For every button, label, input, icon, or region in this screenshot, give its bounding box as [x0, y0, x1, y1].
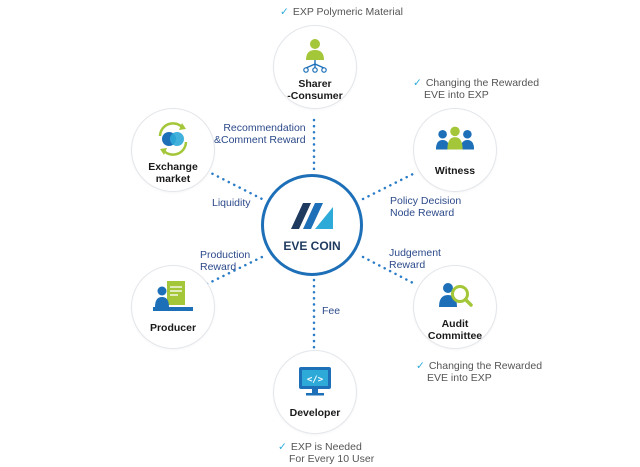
edge-label-policy: Policy Decision Node Reward: [390, 195, 461, 219]
edge-label-recommendation: Recommendation &Comment Reward: [214, 122, 306, 146]
note-top: ✓EXP Polymeric Material: [280, 6, 403, 18]
node-label: Producer: [149, 322, 197, 334]
note-line-1: Changing the Rewarded: [428, 360, 543, 372]
label-line-2: market: [155, 173, 191, 185]
note-developer: ✓EXP is Needed For Every 10 User: [278, 441, 374, 465]
note-line-1: EXP Polymeric Material: [292, 6, 403, 18]
svg-text:</>: </>: [307, 375, 324, 385]
group-icon: [435, 126, 475, 150]
eve-logo-icon: [291, 203, 333, 229]
node-label: Exchange market: [132, 161, 214, 185]
node-label: Witness: [434, 165, 476, 177]
edge-label-liquidity: Liquidity: [212, 197, 251, 209]
label-line-1: Exchange: [148, 161, 198, 173]
note-line-2: EVE into EXP: [424, 89, 489, 101]
label-line-2: Committee: [427, 330, 483, 342]
note-witness: ✓Changing the Rewarded EVE into EXP: [413, 77, 539, 101]
exchange-cycle-icon: [158, 122, 188, 156]
magnifier-user-icon: [439, 283, 473, 307]
note-line-1: Changing the Rewarded: [425, 77, 540, 89]
edge-label-fee: Fee: [322, 305, 341, 317]
code-monitor-icon: </>: [299, 367, 331, 396]
label-line-1: Recommendation: [223, 122, 306, 134]
node-sharer-consumer: Sharer -Consumer: [273, 25, 357, 109]
edge-exchange: [205, 169, 264, 201]
node-developer: </> Developer: [273, 350, 357, 434]
check-icon: ✓: [280, 6, 289, 18]
label-line-1: Audit: [441, 318, 469, 330]
note-audit: ✓Changing the Rewarded EVE into EXP: [416, 360, 542, 384]
node-label: Sharer -Consumer: [274, 78, 356, 102]
label-line-2: Reward: [200, 261, 237, 273]
node-exchange-market: Exchange market: [131, 108, 215, 192]
edge-label-production: Production Reward: [200, 249, 250, 273]
user-network-icon: [303, 39, 327, 73]
label-line-1: Sharer: [298, 78, 332, 90]
node-witness: Witness: [413, 108, 497, 192]
producer-icon: [153, 281, 193, 311]
check-icon: ✓: [413, 77, 422, 89]
edge-label-judgement: Judgement Reward: [389, 247, 441, 271]
eve-coin-hub: EVE COIN: [261, 174, 363, 276]
node-label: Audit Committee: [414, 318, 496, 342]
note-line-2: EVE into EXP: [427, 372, 492, 384]
center-title: EVE COIN: [283, 239, 341, 253]
label-line-2: -Consumer: [287, 90, 343, 102]
note-line-2: For Every 10 User: [289, 453, 375, 465]
node-label: Developer: [289, 407, 341, 419]
label-line-1: Judgement: [389, 247, 441, 259]
node-audit-committee: Audit Committee: [413, 265, 497, 349]
label-line-2: &Comment Reward: [214, 134, 306, 146]
label-line-1: Policy Decision: [390, 195, 462, 207]
check-icon: ✓: [278, 441, 287, 453]
edge-producer: [205, 255, 264, 286]
note-line-1: EXP is Needed: [290, 441, 362, 453]
node-producer: Producer: [131, 265, 215, 349]
label-line-2: Reward: [389, 259, 426, 271]
label-line-1: Production: [200, 249, 251, 261]
check-icon: ✓: [416, 360, 425, 372]
label-line-2: Node Reward: [390, 207, 455, 219]
